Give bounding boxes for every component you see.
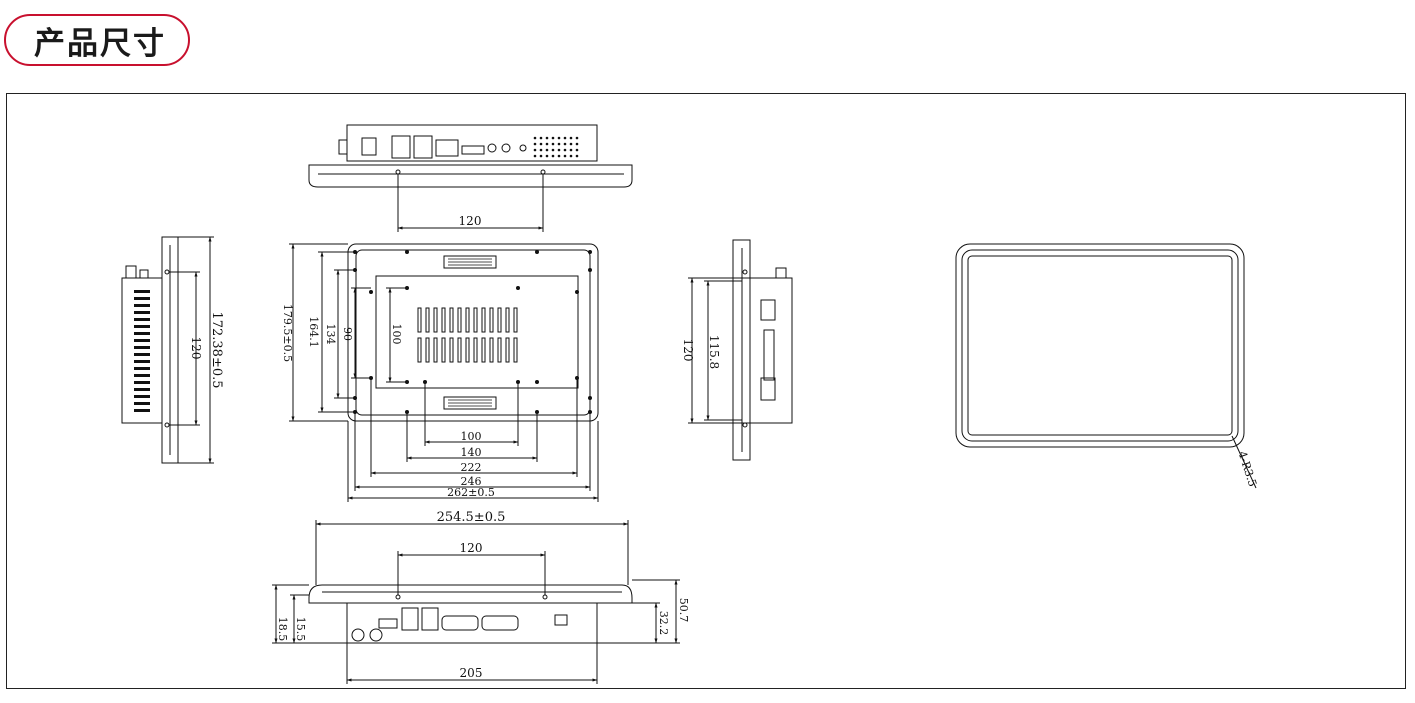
dim-bottom-205: 205 [460,666,483,680]
hdmi-port [461,145,485,155]
dim-bottom-50: 50.7 [677,598,690,623]
right-view-body [749,277,793,424]
dimension-labels: 120 120 172.38±0.5 179.5±0.5 164.1 134 9… [189,214,1259,680]
dim-bottom-120: 120 [460,541,483,555]
usb-port-2 [413,135,433,159]
top-view [308,124,633,232]
dc-port [361,137,377,156]
dim-rear-140: 140 [461,446,482,459]
front-view [955,243,1257,489]
rear-top-vent [443,255,497,269]
dim-bottom-18: 18.5 [276,617,289,642]
dim-bottom-15: 15.5 [294,617,307,642]
bottom-view [272,520,680,684]
dim-bottom-254: 254.5±0.5 [437,510,506,525]
front-screen [967,255,1233,436]
front-outer [955,243,1245,448]
section-title: 产品尺寸 [34,25,166,62]
dim-right-120: 120 [681,339,695,362]
dim-rear-164: 164.1 [307,316,320,348]
dim-bottom-32: 32.2 [657,611,670,636]
right-side-view [688,239,793,461]
rear-mount-plate [375,275,579,389]
rear-holes [353,250,592,414]
bottom-view-bezel [308,584,633,604]
dim-right-115: 115.8 [707,335,721,369]
bottom-view-body [346,602,598,644]
rear-slots [417,307,518,363]
rear-view [289,243,599,502]
dim-rear-262: 262±0.5 [447,486,495,499]
dim-left-172: 172.38±0.5 [209,311,224,388]
dim-rear-100h: 100 [461,430,482,443]
rear-outer [347,243,599,422]
top-view-bezel [308,164,633,188]
usb-port-1 [391,135,411,159]
vent-grid [533,136,579,158]
drawing-frame [6,93,1406,689]
dim-rear-246: 246 [461,475,482,488]
right-view-bezel [732,239,751,461]
dim-rear-90: 90 [341,327,354,341]
left-vent-dots [134,290,150,412]
dim-left-120: 120 [189,337,203,360]
dim-rear-134: 134 [324,324,337,345]
left-side-view [121,236,214,464]
dim-rear-179: 179.5±0.5 [281,304,294,362]
rear-bottom-vent [443,396,497,410]
section-title-badge: 产品尺寸 [4,14,190,66]
dim-top-120: 120 [459,214,482,228]
rj45-port [435,139,459,157]
dim-rear-100v: 100 [390,324,403,345]
dim-rear-222: 222 [461,461,482,474]
dim-front-radius: 4-R3.5 [1236,450,1260,489]
